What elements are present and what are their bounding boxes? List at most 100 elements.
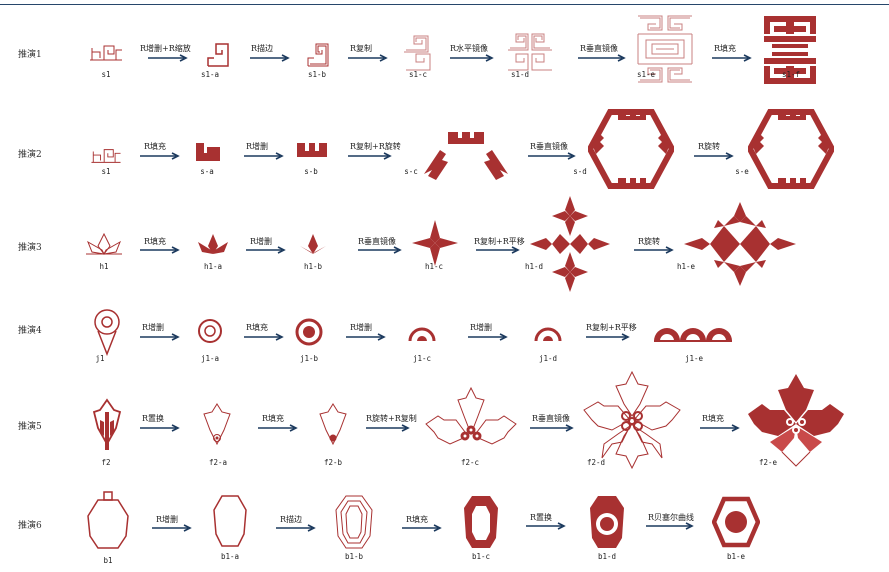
ring-j1a (197, 318, 223, 344)
operation-label: R复制+R旋转 (350, 141, 401, 152)
operation-label: R填充 (144, 141, 166, 152)
fret-hexagon-sd (588, 106, 674, 192)
operation-label: R垂直镜像 (532, 413, 570, 424)
leaf-f2 (92, 398, 122, 454)
octagon-filled-b1c (462, 494, 500, 550)
half-ring-j1d (534, 326, 562, 342)
caption: j1 (95, 354, 104, 363)
caption: b1-c (472, 552, 490, 561)
arrow-icon (258, 424, 298, 432)
octagon-tag-b1 (86, 490, 130, 552)
caption: h1-c (425, 262, 443, 271)
arrow-icon (700, 424, 740, 432)
caption: b1 (103, 556, 112, 565)
caption: j1-b (300, 354, 318, 363)
operation-label: R描边 (251, 43, 273, 54)
caption: j1-d (539, 354, 557, 363)
lotus-filled-h1a (196, 232, 230, 256)
leaf-outline-f2b (318, 402, 348, 448)
operation-label: R填充 (246, 322, 268, 333)
caption: f2-d (587, 458, 605, 467)
operation-label: R增删 (142, 322, 164, 333)
arrow-icon (140, 246, 180, 254)
fret-pattern-s1a (202, 40, 232, 68)
fret-pattern-s1b (302, 40, 332, 68)
arrow-icon (152, 524, 192, 532)
fret-pattern-sa (196, 143, 220, 161)
arrow-icon (250, 54, 290, 62)
caption: f2-c (461, 458, 479, 467)
caption: b1-b (345, 552, 363, 561)
caption: j1-a (201, 354, 219, 363)
caption: s1-b (308, 70, 326, 79)
operation-label: R复制+R平移 (586, 322, 637, 333)
caption: s-d (573, 167, 587, 176)
arrow-icon (578, 54, 626, 62)
operation-label: R增删 (350, 322, 372, 333)
pin-outline-j1 (92, 308, 122, 356)
arrow-icon (468, 333, 508, 341)
caption: s1-c (409, 70, 427, 79)
lotus-filled-h1b (298, 232, 328, 256)
arrow-icon (634, 246, 674, 254)
caption: f2-e (759, 458, 777, 467)
arc-row-j1e (652, 326, 734, 342)
arrow-icon (528, 152, 576, 160)
caption: h1-b (304, 262, 322, 271)
arrow-icon (450, 54, 494, 62)
leaf-trio-f2c (424, 386, 518, 450)
fret-hexagon-se (748, 106, 834, 192)
arrow-icon (358, 246, 402, 254)
caption: h1 (99, 262, 108, 271)
arrow-icon (694, 152, 734, 160)
caption: s-c (404, 167, 418, 176)
arrow-icon (348, 54, 388, 62)
fret-pattern-s1c (400, 34, 434, 72)
operation-label: R填充 (702, 413, 724, 424)
operation-label: R增删 (246, 141, 268, 152)
operation-label: R填充 (714, 43, 736, 54)
arrow-icon (244, 152, 284, 160)
row-label-3: 推演3 (18, 240, 42, 253)
arrow-icon (476, 246, 520, 254)
arrow-icon (646, 522, 694, 530)
caption: f2-b (324, 458, 342, 467)
arrow-icon (246, 246, 286, 254)
caption: h1-a (204, 262, 222, 271)
octagon-layered-b1b (334, 494, 374, 550)
hexagon-dot-b1e (712, 496, 760, 548)
row-label-4: 推演4 (18, 323, 42, 336)
row-label-2: 推演2 (18, 147, 42, 160)
leaf-star-filled-f2e (746, 372, 846, 468)
caption: s1-f (782, 70, 800, 79)
half-ring-j1c (408, 326, 436, 342)
operation-label: R增删 (470, 322, 492, 333)
caption: f2-a (209, 458, 227, 467)
fret-pattern-sb (297, 143, 327, 157)
octagon-b1a (212, 494, 248, 548)
caption: j1-c (413, 354, 431, 363)
row-label-5: 推演5 (18, 419, 42, 432)
arrow-icon (148, 54, 188, 62)
ring-filled-j1b (295, 318, 323, 346)
caption: s1-a (201, 70, 219, 79)
operation-label: R垂直镜像 (580, 43, 618, 54)
row-label-6: 推演6 (18, 518, 42, 531)
caption: s1-e (637, 70, 655, 79)
operation-label: R旋转 (698, 141, 720, 152)
star-flower-h1c (412, 220, 458, 266)
arrow-icon (530, 424, 574, 432)
fret-pattern-s1 (88, 42, 124, 64)
arrow-icon (140, 424, 180, 432)
arrow-icon (586, 333, 630, 341)
top-rule (0, 4, 889, 5)
caption: b1-a (221, 552, 239, 561)
caption: s-b (304, 167, 318, 176)
leaf-outline-f2a (202, 402, 232, 448)
star-rotated-h1e (684, 202, 796, 286)
arrow-icon (712, 54, 752, 62)
operation-label: R复制 (350, 43, 372, 54)
caption: h1-e (677, 262, 695, 271)
caption: f2 (101, 458, 110, 467)
